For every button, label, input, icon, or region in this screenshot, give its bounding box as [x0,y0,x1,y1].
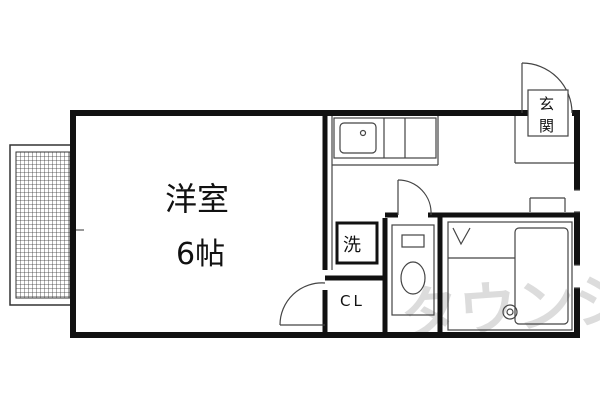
closet-label: CL [340,292,365,310]
thin-lines [331,116,580,289]
washer-label: 洗 [343,235,361,256]
entrance-door [521,62,573,137]
kitchen-counter [333,117,437,159]
interior-walls [322,116,577,332]
room-size: 6帖 [176,237,225,272]
toilet [391,224,435,316]
floor-drain [502,304,518,320]
bathroom [447,221,573,331]
washer-box [335,221,379,265]
closet-door [279,282,326,326]
sink [339,122,377,154]
room-name: 洋室 [165,180,229,218]
balcony [9,144,84,306]
toilet-door [397,179,432,216]
bathtub [514,227,569,325]
entrance-label-bottom: 関 [539,117,554,135]
entrance-label-top: 玄 [539,95,554,113]
outer-walls [70,110,580,338]
